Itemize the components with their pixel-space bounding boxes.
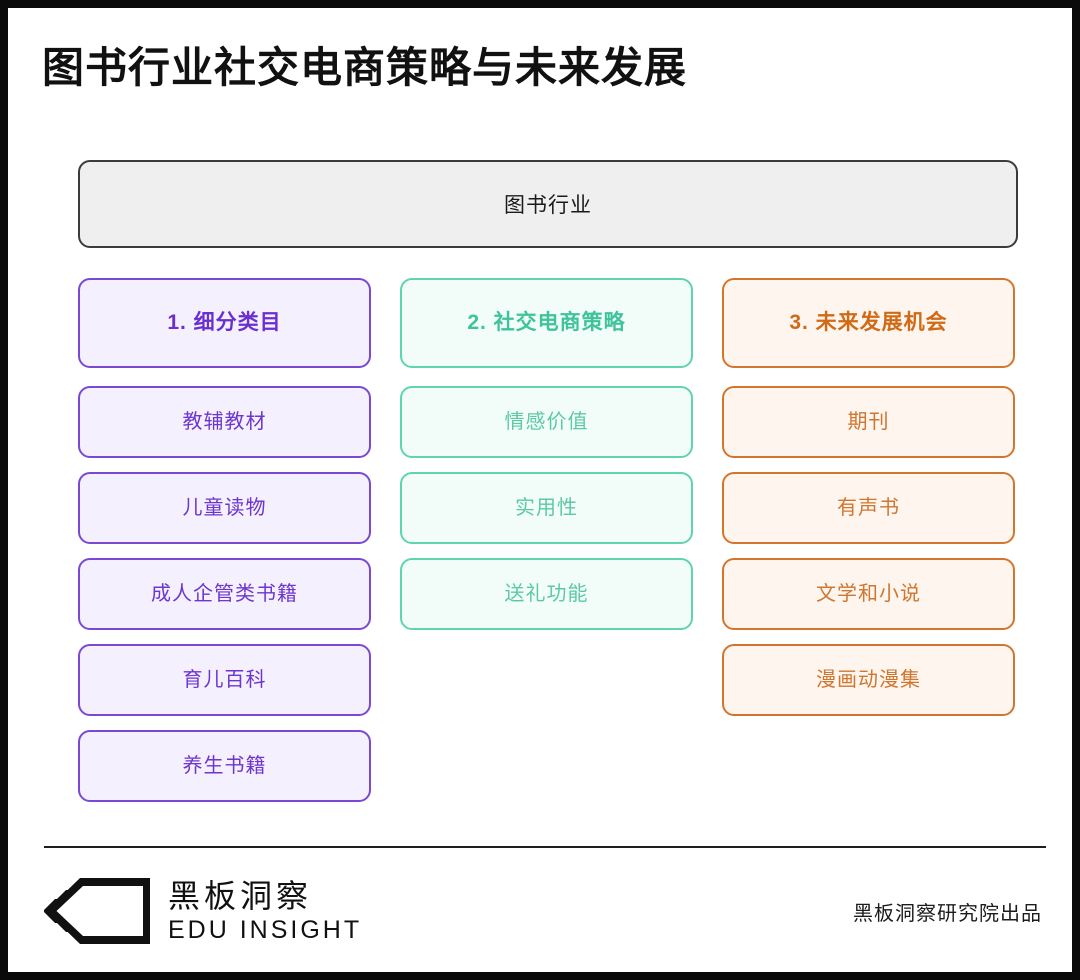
- footer-credit: 黑板洞察研究院出品: [853, 902, 1042, 925]
- node-future-item-4: 漫画动漫集: [722, 644, 1015, 716]
- column-header-social-commerce-strategy: 2. 社交电商策略: [400, 278, 693, 368]
- node-segments-item-1: 教辅教材: [78, 386, 371, 458]
- brand-name-en: EDU INSIGHT: [168, 915, 363, 944]
- column-header-future-opportunities: 3. 未来发展机会: [722, 278, 1015, 368]
- footer-divider: [44, 846, 1046, 848]
- diagram-columns: 1. 细分类目 教辅教材 儿童读物 成人企管类书籍 育儿百科 养生书籍 2. 社…: [78, 278, 1018, 802]
- column-future-opportunities: 3. 未来发展机会 期刊 有声书 文学和小说 漫画动漫集: [722, 278, 1015, 802]
- page-title: 图书行业社交电商策略与未来发展: [42, 44, 688, 91]
- root-node-book-industry: 图书行业: [78, 160, 1018, 248]
- node-strategy-item-2: 实用性: [400, 472, 693, 544]
- node-segments-item-3: 成人企管类书籍: [78, 558, 371, 630]
- column-social-commerce-strategy: 2. 社交电商策略 情感价值 实用性 送礼功能: [400, 278, 693, 802]
- node-strategy-item-1: 情感价值: [400, 386, 693, 458]
- node-segments-item-4: 育儿百科: [78, 644, 371, 716]
- brand-lockup: 黑板洞察 EDU INSIGHT: [44, 877, 362, 945]
- poster-canvas: 图书行业社交电商策略与未来发展 图书行业 1. 细分类目 教辅教材 儿童读物 成…: [8, 8, 1072, 972]
- node-strategy-item-3: 送礼功能: [400, 558, 693, 630]
- node-segments-item-5: 养生书籍: [78, 730, 371, 802]
- node-future-item-2: 有声书: [722, 472, 1015, 544]
- column-segments: 1. 细分类目 教辅教材 儿童读物 成人企管类书籍 育儿百科 养生书籍: [78, 278, 371, 802]
- eye-logo-icon: [44, 877, 152, 945]
- root-node-label: 图书行业: [504, 194, 592, 217]
- node-future-item-1: 期刊: [722, 386, 1015, 458]
- node-future-item-3: 文学和小说: [722, 558, 1015, 630]
- node-segments-item-2: 儿童读物: [78, 472, 371, 544]
- column-header-segments: 1. 细分类目: [78, 278, 371, 368]
- brand-name-cn: 黑板洞察: [168, 877, 313, 914]
- brand-text: 黑板洞察 EDU INSIGHT: [168, 880, 362, 943]
- footer: 黑板洞察 EDU INSIGHT 黑板洞察研究院出品: [44, 868, 1046, 954]
